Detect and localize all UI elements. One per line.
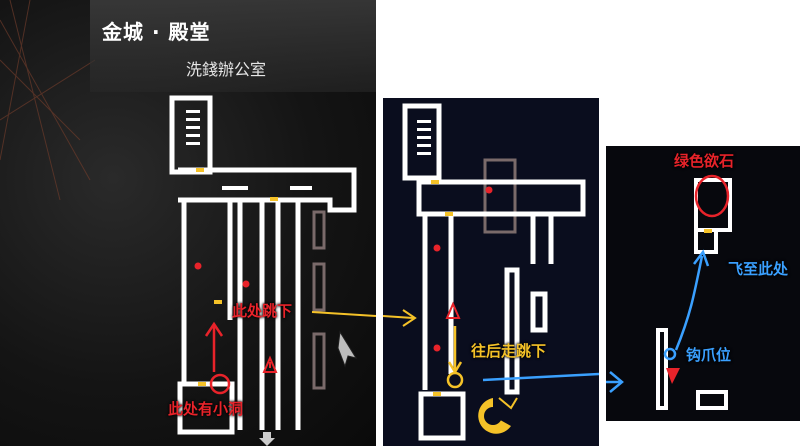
lower-chamber-wall bbox=[694, 228, 718, 254]
hook-point-marker bbox=[663, 347, 677, 361]
right-map-panel: 绿色欲石 飞至此处 钩爪位 bbox=[606, 146, 800, 421]
small-room-wall bbox=[696, 390, 728, 410]
blue-connector-arrow bbox=[482, 372, 599, 382]
blue-flight-arrow bbox=[674, 249, 710, 351]
yellow-connector-arrowhead bbox=[383, 309, 417, 327]
red-triangle-marker-icon bbox=[262, 355, 278, 373]
down-arrow-icon bbox=[259, 432, 275, 446]
label-go-back-jump-down: 往后走跳下 bbox=[471, 342, 547, 360]
yellow-connector-arrow bbox=[311, 311, 376, 317]
background-scaffold bbox=[0, 0, 95, 200]
area-title: 金城 · 殿堂 bbox=[102, 20, 211, 44]
red-up-arrow bbox=[204, 321, 224, 372]
red-circle-marker bbox=[209, 373, 231, 395]
room-name: 洗錢辦公室 bbox=[186, 60, 267, 79]
blue-connector-arrowhead bbox=[606, 371, 624, 393]
main-map-panel: 金城 · 殿堂 洗錢辦公室 bbox=[0, 0, 376, 446]
label-green-stone: 绿色欲石 bbox=[674, 152, 735, 170]
player-cursor-icon bbox=[337, 330, 358, 368]
location-header-band bbox=[90, 0, 376, 92]
red-dot-marker bbox=[194, 262, 202, 270]
red-triangle-marker-icon bbox=[445, 301, 461, 319]
label-hook-position: 钩爪位 bbox=[686, 346, 732, 364]
label-fly-to-here: 飞至此处 bbox=[728, 260, 789, 278]
pillar-wall-a bbox=[237, 200, 265, 430]
mid-hall-wall bbox=[416, 179, 586, 217]
red-dot-marker bbox=[242, 280, 250, 288]
yellow-chomper-icon bbox=[478, 397, 518, 434]
right-floor-map bbox=[606, 174, 732, 410]
bottom-room-wall bbox=[177, 381, 235, 435]
mid-bottom-room-wall bbox=[418, 391, 466, 441]
left-corridor-wall bbox=[181, 200, 233, 386]
label-small-hole: 此处有小洞 bbox=[168, 400, 244, 418]
stone-chamber-wall bbox=[694, 178, 732, 232]
mid-corridor-wall bbox=[422, 214, 454, 390]
mid-stair-tower-wall bbox=[402, 103, 442, 181]
mid-floor-map bbox=[383, 103, 599, 441]
upper-hall-wall bbox=[178, 167, 357, 213]
label-jump-down-here: 此处跳下 bbox=[232, 302, 293, 320]
mid-right-wall bbox=[530, 214, 554, 264]
pillar-wall-b bbox=[275, 200, 301, 430]
red-triangle-marker-icon bbox=[666, 368, 680, 384]
mid-map-panel: 往后走跳下 bbox=[383, 98, 599, 446]
hook-ledge-wall bbox=[656, 328, 668, 410]
green-stone-marker bbox=[694, 174, 730, 218]
main-floor-map bbox=[169, 95, 376, 446]
